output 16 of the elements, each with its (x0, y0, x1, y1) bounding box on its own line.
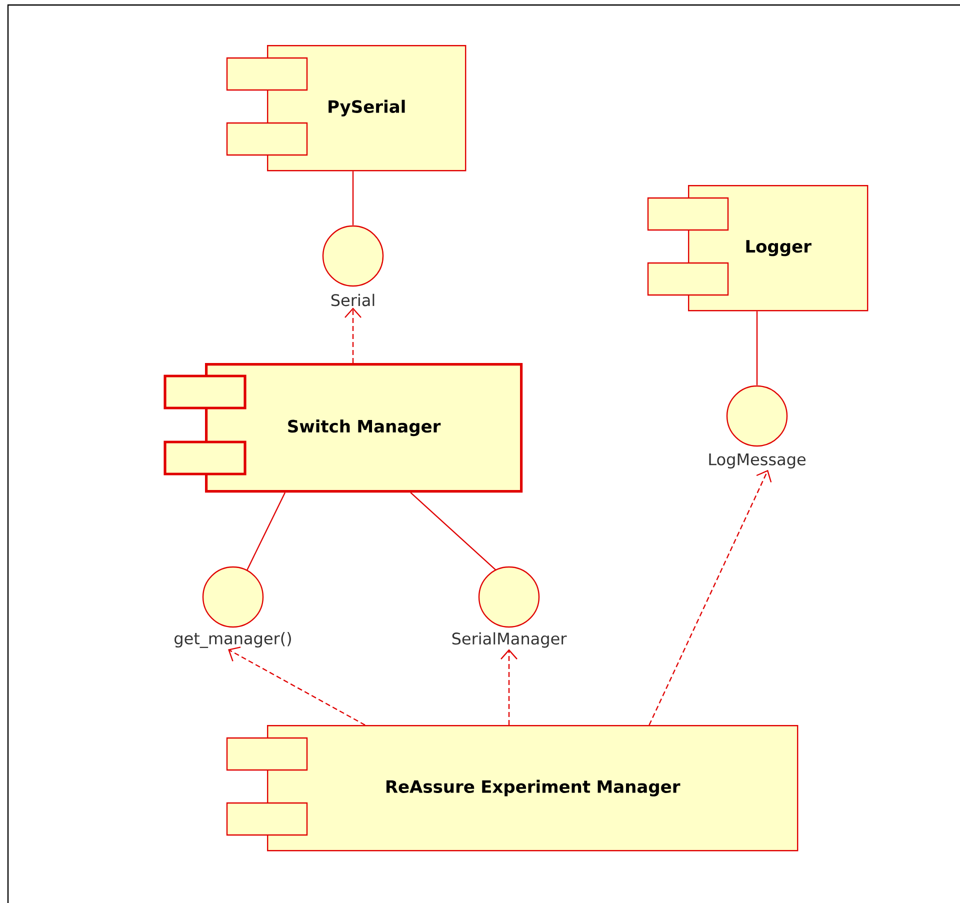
dependency-arrow (648, 470, 772, 726)
connector-line (352, 171, 354, 226)
node-label: Serial (331, 294, 374, 306)
component-box: Logger (647, 185, 868, 312)
dependency-arrow (500, 649, 518, 725)
connector-line (246, 492, 286, 570)
connector-line (756, 311, 758, 386)
dependency-arrow (228, 646, 366, 726)
component-box: ReAssure Experiment Manager (226, 725, 798, 852)
node-label: get_manager() (174, 632, 291, 648)
connector-line (410, 492, 496, 571)
component-box: PySerial (226, 45, 466, 172)
dependency-arrow (344, 308, 362, 363)
component-box: Switch Manager (164, 363, 523, 493)
node-label: SerialManager (452, 632, 567, 648)
node-label: LogMessage (709, 454, 806, 468)
